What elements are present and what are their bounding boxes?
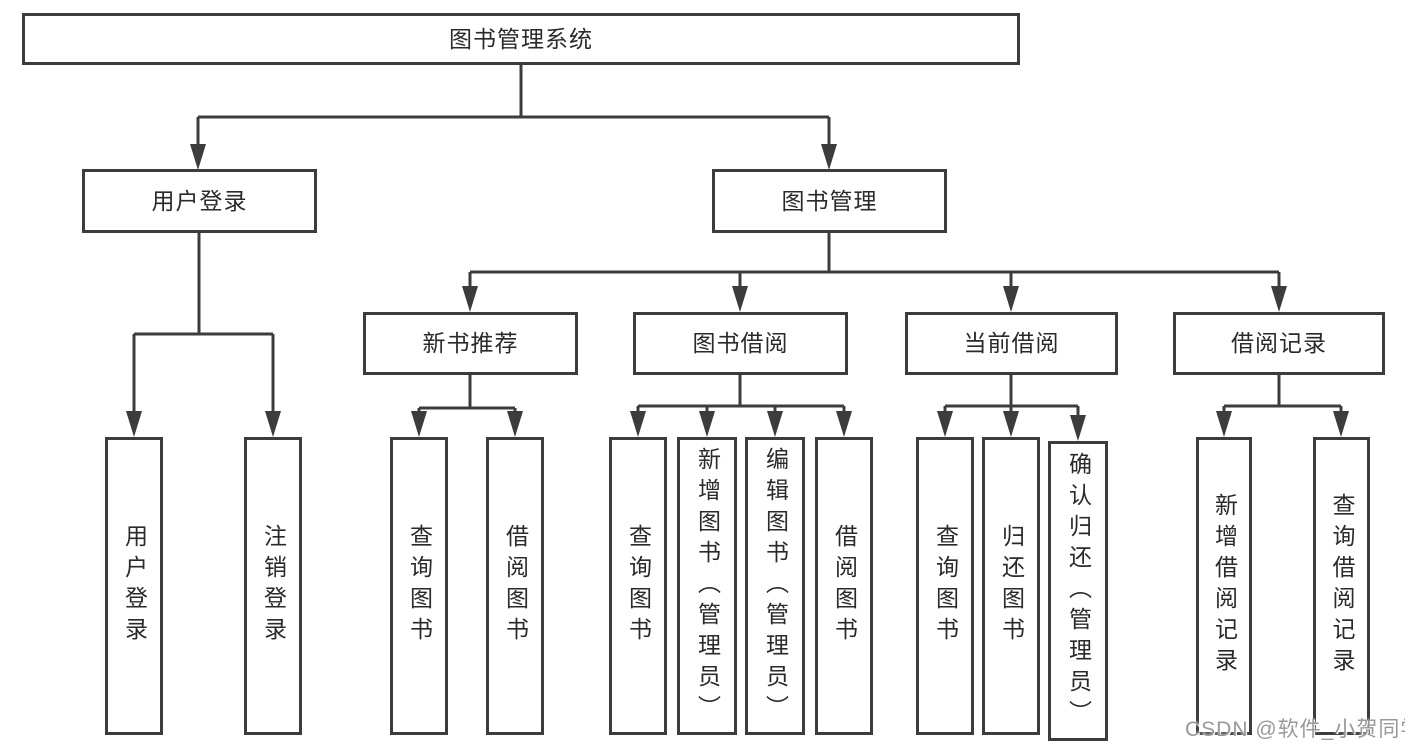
node-book-mgmt-label: 图书管理 xyxy=(781,187,878,214)
node-book-mgmt: 图书管理 xyxy=(712,169,947,233)
leaf-add-book-admin-label: 新增图书（管理员） xyxy=(694,446,721,726)
leaf-add-borrow-record: 新增借阅记录 xyxy=(1196,437,1252,735)
node-user-login: 用户登录 xyxy=(82,169,317,233)
node-book-borrow: 图书借阅 xyxy=(633,312,848,375)
leaf-current-query-books-label: 查询图书 xyxy=(932,524,959,648)
leaf-recommend-borrow-books-label: 借阅图书 xyxy=(502,524,529,648)
node-user-login-label: 用户登录 xyxy=(151,187,248,214)
leaf-edit-book-admin-label: 编辑图书（管理员） xyxy=(762,446,789,726)
leaf-user-login-label: 用户登录 xyxy=(121,524,148,648)
node-current-borrow: 当前借阅 xyxy=(905,312,1118,375)
leaf-current-query-books: 查询图书 xyxy=(916,437,974,735)
node-current-borrow-label: 当前借阅 xyxy=(963,330,1060,356)
connector-borrow-records xyxy=(1216,375,1349,437)
leaf-query-borrow-record-label: 查询借阅记录 xyxy=(1329,493,1355,679)
node-new-book-recommend-label: 新书推荐 xyxy=(422,330,519,356)
leaf-user-login: 用户登录 xyxy=(105,437,163,735)
node-new-book-recommend: 新书推荐 xyxy=(363,312,578,375)
leaf-query-borrow-record: 查询借阅记录 xyxy=(1313,437,1370,735)
leaf-return-books: 归还图书 xyxy=(982,437,1040,735)
node-borrow-records-label: 借阅记录 xyxy=(1231,330,1327,356)
csdn-watermark: CSDN @软件_小贺同学 xyxy=(1185,718,1405,741)
connector-root xyxy=(190,65,837,170)
leaf-logout-label: 注销登录 xyxy=(260,524,287,648)
leaf-recommend-query-books-label: 查询图书 xyxy=(406,524,433,648)
leaf-confirm-return-admin: 确认归还（管理员） xyxy=(1048,441,1108,741)
leaf-confirm-return-admin-label: 确认归还（管理员） xyxy=(1065,451,1092,731)
connector-new-book-recommend xyxy=(411,375,523,437)
leaf-recommend-query-books: 查询图书 xyxy=(390,437,448,735)
leaf-return-books-label: 归还图书 xyxy=(998,524,1025,648)
leaf-add-borrow-record-label: 新增借阅记录 xyxy=(1211,493,1238,679)
node-book-borrow-label: 图书借阅 xyxy=(692,330,789,356)
node-root-system-label: 图书管理系统 xyxy=(449,25,593,52)
connector-current-borrow xyxy=(937,375,1086,441)
connector-book-borrow xyxy=(630,375,852,437)
node-borrow-records: 借阅记录 xyxy=(1173,312,1385,375)
leaf-edit-book-admin: 编辑图书（管理员） xyxy=(745,437,805,735)
node-root-system: 图书管理系统 xyxy=(22,13,1020,65)
leaf-logout: 注销登录 xyxy=(244,437,302,735)
leaf-borrow-query-books: 查询图书 xyxy=(609,437,667,735)
connector-book-mgmt xyxy=(462,233,1287,312)
leaf-borrow-books: 借阅图书 xyxy=(815,437,873,735)
leaf-borrow-query-books-label: 查询图书 xyxy=(625,524,652,648)
connector-user-login xyxy=(126,233,281,437)
leaf-recommend-borrow-books: 借阅图书 xyxy=(486,437,544,735)
leaf-add-book-admin: 新增图书（管理员） xyxy=(677,437,737,735)
leaf-borrow-books-label: 借阅图书 xyxy=(831,524,858,648)
